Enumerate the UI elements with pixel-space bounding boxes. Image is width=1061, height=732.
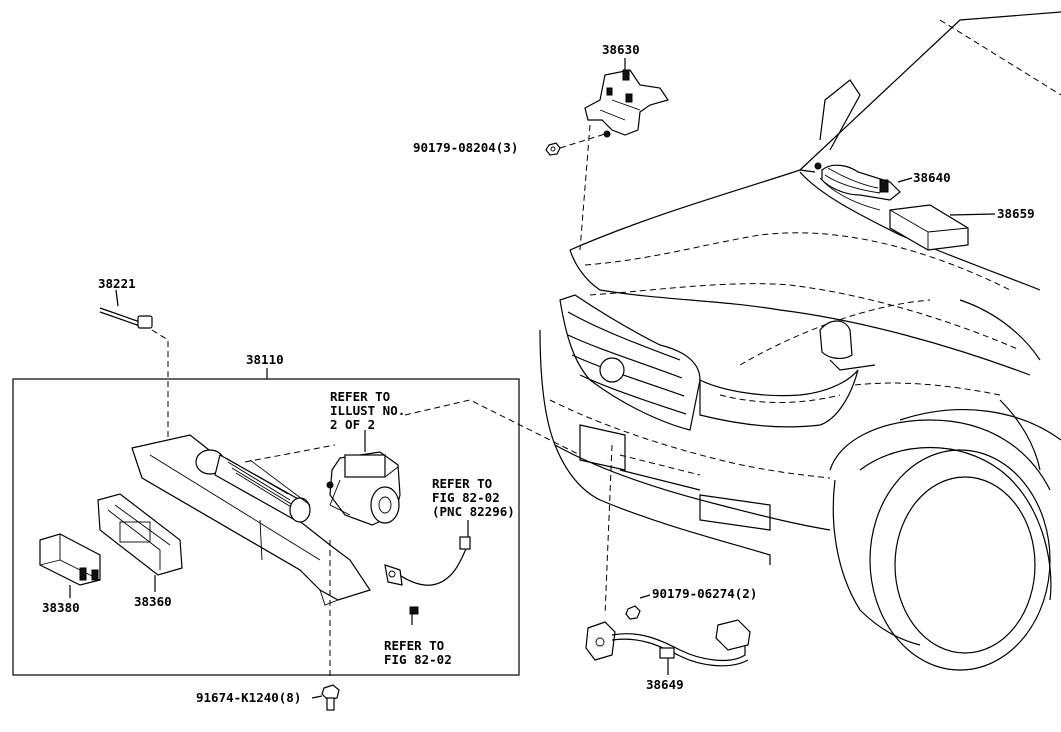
leader-box-to-vehicle <box>404 399 581 456</box>
label-38110: 38110 <box>246 352 284 367</box>
cable-harness <box>384 536 471 615</box>
label-38380: 38380 <box>42 600 80 615</box>
bracket-38360 <box>97 493 183 576</box>
leader-nut-08204 <box>559 133 606 149</box>
leader-38640 <box>897 177 913 183</box>
label-90179-06274: 90179-06274(2) <box>652 586 757 601</box>
leader-nut-06274 <box>639 594 651 599</box>
label-38649: 38649 <box>646 677 684 692</box>
label-refer-fig-b-line1: REFER TO <box>384 638 444 653</box>
label-90179-08204: 90179-08204(3) <box>413 140 518 155</box>
label-38221: 38221 <box>98 276 136 291</box>
leader-38221-down <box>151 329 169 440</box>
rod-38221 <box>99 307 153 329</box>
label-refer-illust-line1: REFER TO <box>330 389 390 404</box>
leader-38659 <box>949 213 996 216</box>
leader-38630-down <box>579 124 591 251</box>
housing-38110 <box>131 434 371 606</box>
leader-motor-housing <box>244 444 336 463</box>
label-refer-fig-a-line3: (PNC 82296) <box>432 504 515 519</box>
label-refer-fig-a-line2: FIG 82-02 <box>432 490 500 505</box>
label-38659: 38659 <box>997 206 1035 221</box>
leader-91674 <box>311 695 323 699</box>
assembly-38110-frame <box>12 378 520 676</box>
label-38360: 38360 <box>134 594 172 609</box>
nut-90179-08204 <box>545 142 561 156</box>
label-refer-fig-a-line1: REFER TO <box>432 476 492 491</box>
bolt-91674-K1240 <box>321 684 340 711</box>
nut-90179-06274 <box>625 605 641 620</box>
sensor-38640 <box>814 162 901 211</box>
winch-motor <box>326 451 401 526</box>
label-38640: 38640 <box>913 170 951 185</box>
label-38630: 38630 <box>602 42 640 57</box>
label-refer-illust-line2: ILLUST NO. <box>330 403 405 418</box>
vehicle-front-drawing <box>539 11 1061 671</box>
cover-38659 <box>889 204 969 251</box>
sensor-38649 <box>585 619 751 667</box>
leader-38649-up <box>604 444 613 616</box>
label-refer-fig-b-line2: FIG 82-02 <box>384 652 452 667</box>
bracket-38380 <box>39 533 101 586</box>
bracket-38630 <box>584 69 669 138</box>
label-91674-K1240: 91674-K1240(8) <box>196 690 301 705</box>
leader-38221 <box>115 289 119 307</box>
label-refer-illust-line3: 2 OF 2 <box>330 417 375 432</box>
